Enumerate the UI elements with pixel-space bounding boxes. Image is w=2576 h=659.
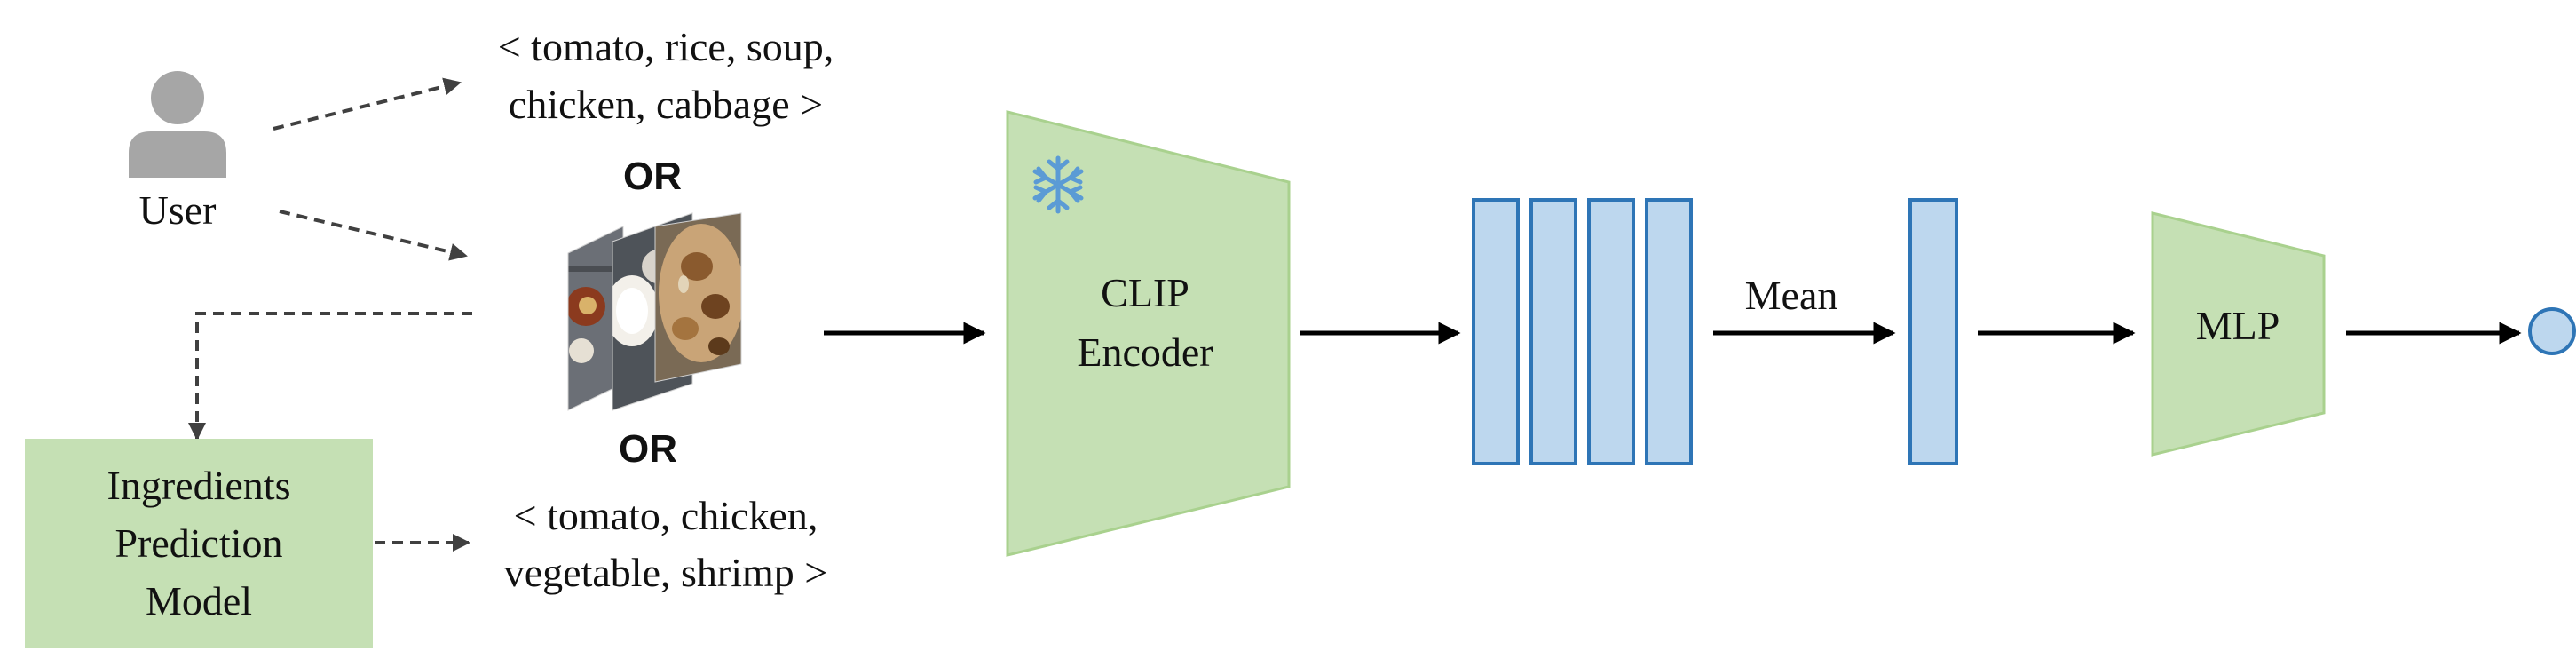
feature-token — [1645, 198, 1693, 465]
user-label: User — [139, 187, 217, 233]
feature-token — [1587, 198, 1635, 465]
clip-encoder-label-line1: CLIP — [1101, 270, 1189, 315]
output-node — [2528, 307, 2576, 355]
user-to-image-arrow — [279, 210, 468, 261]
ingredients-prediction-model-box — [25, 439, 373, 648]
clip-encoder-label-line2: Encoder — [1077, 330, 1213, 375]
feature-tokens — [1472, 198, 1693, 465]
predicted-ingredients-line1: < tomato, chicken, — [514, 493, 818, 538]
food-image-front — [655, 213, 741, 382]
ingredients-model-line3: Model — [146, 578, 252, 623]
snowflake-icon — [1032, 155, 1084, 214]
feature-token — [1529, 198, 1577, 465]
user-icon — [129, 71, 226, 178]
ingredients-model-line2: Prediction — [115, 520, 282, 566]
mean-label: Mean — [1745, 273, 1838, 318]
or-label-bottom: OR — [619, 427, 677, 471]
user-to-ingredients-arrow — [273, 77, 462, 131]
mlp-label: MLP — [2196, 303, 2280, 348]
ingredients-model-line1: Ingredients — [107, 463, 291, 508]
feature-token — [1472, 198, 1520, 465]
user-ingredients-line2: chicken, cabbage > — [509, 82, 823, 127]
predicted-ingredients-line2: vegetable, shrimp > — [504, 550, 827, 595]
image-to-model-arrow — [188, 312, 472, 441]
food-image-stack — [567, 212, 742, 411]
pooled-feature — [1908, 198, 1958, 465]
clip-encoder-block — [1006, 110, 1291, 557]
or-label-top: OR — [623, 155, 682, 198]
user-ingredients-line1: < tomato, rice, soup, — [498, 24, 834, 69]
mlp-block — [2151, 211, 2326, 457]
